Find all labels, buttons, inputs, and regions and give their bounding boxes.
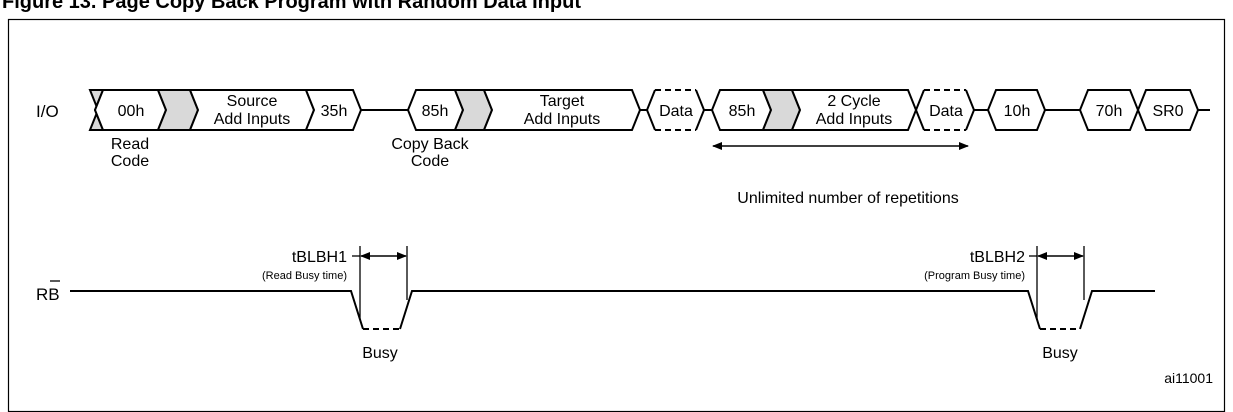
rb-high-3 (1079, 290, 1155, 330)
read-code-line1: Read (111, 136, 149, 153)
label-source: Source (227, 93, 278, 110)
label-00h: 00h (118, 103, 145, 120)
copy-back-code-line1: Copy Back (391, 136, 469, 153)
tblbh1-note: (Read Busy time) (262, 270, 347, 282)
tblbh2-label: tBLBH2 (970, 249, 1025, 266)
label-35h: 35h (321, 103, 348, 120)
figure-title: Figure 13. Page Copy Back Program with R… (2, 0, 581, 13)
tblbh1-label: tBLBH1 (292, 249, 347, 266)
rb-signal-label: RB (36, 285, 60, 304)
label-10h: 10h (1004, 103, 1031, 120)
io-bus (88, 89, 1210, 131)
label-target-add-inputs: Add Inputs (524, 111, 601, 128)
tblbh2-note: (Program Busy time) (924, 270, 1025, 282)
label-data-b: Data (929, 103, 963, 120)
busy-label-1: Busy (362, 345, 398, 362)
io-cycle-sr0 (1136, 89, 1200, 131)
figure-code: ai11001 (1164, 370, 1213, 386)
label-target: Target (540, 93, 585, 110)
io-signal-label: I/O (36, 102, 59, 121)
label-2cycle-add-inputs: Add Inputs (816, 111, 893, 128)
timing-tblbh1 (352, 246, 408, 320)
io-cycle-target-address (482, 89, 642, 131)
copy-back-code-line2: Code (411, 153, 449, 170)
label-data-a: Data (659, 103, 693, 120)
io-cycle-35h (304, 89, 363, 131)
rb-high-2 (399, 290, 1041, 330)
label-source-add-inputs: Add Inputs (214, 111, 291, 128)
repetitions-label: Unlimited number of repetitions (737, 190, 958, 207)
label-sr0: SR0 (1152, 103, 1183, 120)
io-cycle-labels: 00h Source Add Inputs 35h 85h Target Add… (118, 93, 1184, 128)
rb-high-1 (70, 290, 364, 330)
io-annotations: Read Code Copy Back Code (111, 136, 470, 170)
read-code-line2: Code (111, 153, 149, 170)
label-70h: 70h (1096, 103, 1123, 120)
rb-waveform (70, 290, 1155, 330)
label-85h-a: 85h (422, 103, 449, 120)
io-cycle-2cycle-address (790, 89, 918, 131)
io-cycle-70h (1078, 89, 1140, 131)
busy-label-2: Busy (1042, 345, 1078, 362)
io-cycle-10h (986, 89, 1047, 131)
timing-tblbh2 (1029, 246, 1085, 320)
label-2cycle: 2 Cycle (827, 93, 880, 110)
label-85h-b: 85h (729, 103, 756, 120)
